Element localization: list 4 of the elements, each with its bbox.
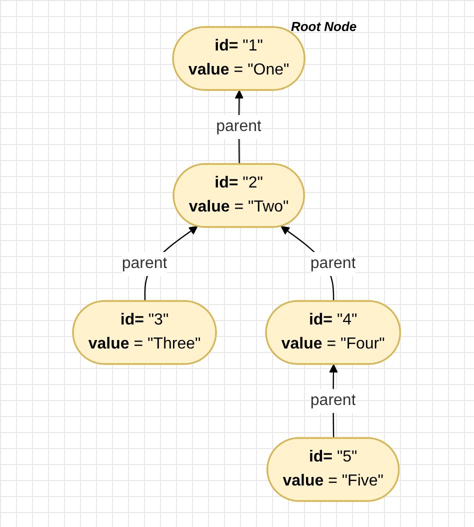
edge-label: parent: [310, 391, 356, 408]
edge-label: parent: [310, 254, 356, 272]
edge-label: parent: [216, 118, 262, 135]
edge-label: parent: [122, 254, 168, 272]
